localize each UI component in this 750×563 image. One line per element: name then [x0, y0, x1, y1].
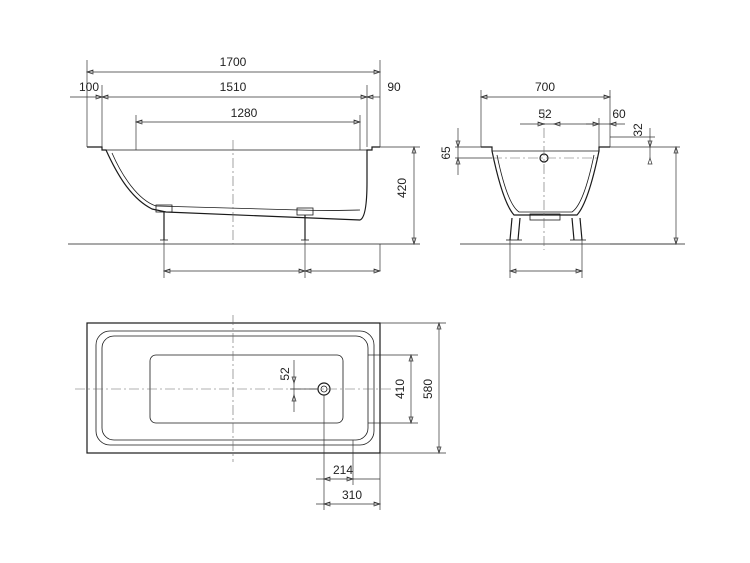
- label-52-end: 52: [538, 107, 552, 121]
- label-90: 90: [387, 80, 401, 94]
- end-tub-profile: [481, 146, 610, 216]
- end-view: 700 52 60 65 32: [439, 80, 685, 278]
- label-32: 32: [631, 123, 645, 137]
- label-420: 420: [395, 178, 409, 198]
- label-580: 580: [421, 379, 435, 399]
- end-feet: [506, 213, 586, 241]
- label-1280: 1280: [231, 106, 258, 120]
- label-100: 100: [79, 80, 99, 94]
- side-inner-line: [111, 152, 361, 211]
- side-view: 1700 100 1510 90 1280 420: [68, 55, 420, 278]
- plan-basin-inner: [101, 335, 369, 441]
- label-700: 700: [535, 80, 555, 94]
- side-tub-profile: [87, 146, 380, 221]
- label-52-plan: 52: [278, 367, 292, 381]
- plan-view: 52 410 580 214 310: [75, 315, 446, 510]
- plan-basin-outer: [95, 330, 375, 446]
- label-214: 214: [333, 463, 353, 477]
- end-inner-line: [496, 154, 595, 213]
- plan-outer-rim: [86, 322, 381, 454]
- label-60: 60: [612, 107, 626, 121]
- right-foot: [296, 207, 314, 241]
- label-65: 65: [439, 146, 453, 160]
- label-310: 310: [342, 488, 362, 502]
- label-410: 410: [393, 379, 407, 399]
- label-1510: 1510: [220, 80, 247, 94]
- label-1700: 1700: [220, 55, 247, 69]
